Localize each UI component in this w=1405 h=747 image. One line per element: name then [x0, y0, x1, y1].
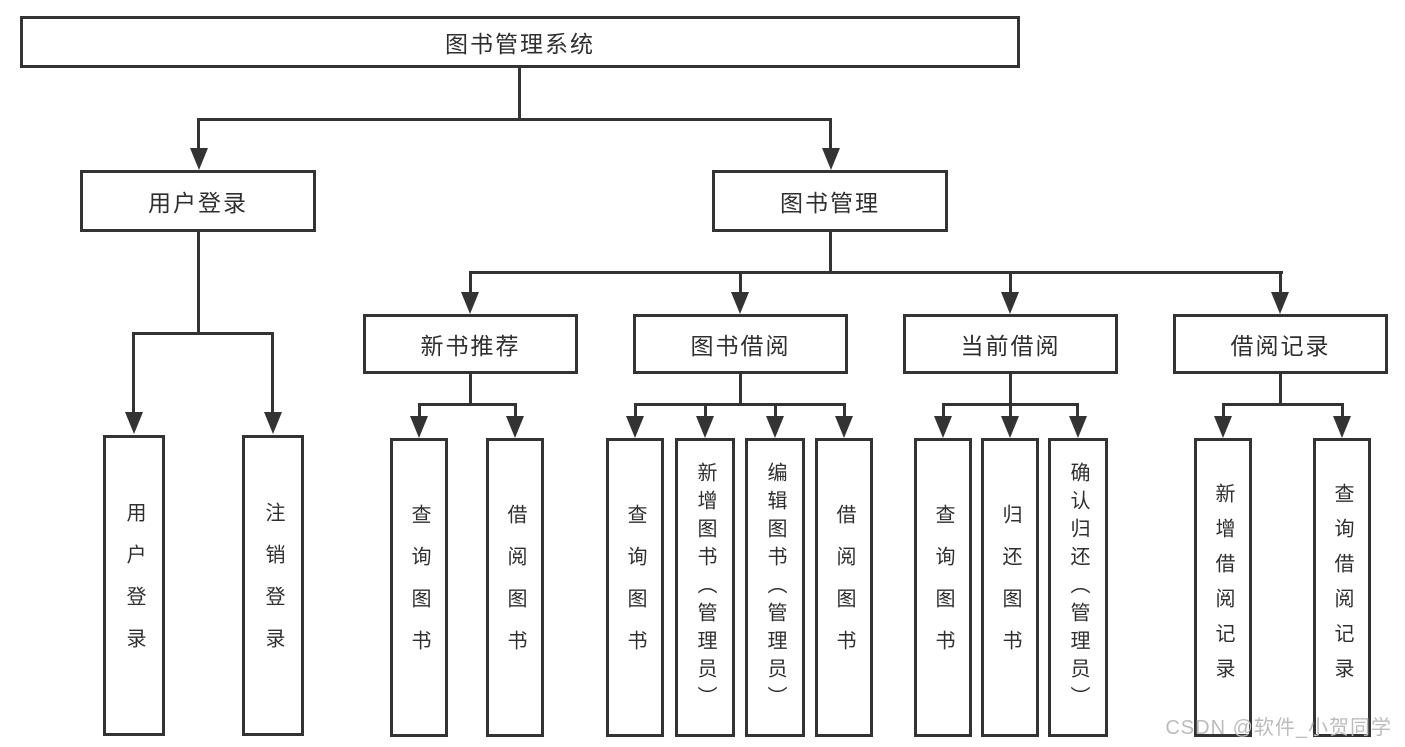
arrow-down-icon	[731, 292, 749, 314]
connector-root-stem	[518, 68, 521, 120]
node-leaf-add-borrow-record: 新增借阅记录	[1194, 438, 1252, 737]
arrow-down-icon	[1001, 416, 1019, 438]
node-library-system: 图书管理系统	[20, 16, 1020, 68]
node-label: 用户登录	[123, 501, 145, 670]
node-label: 用户登录	[148, 190, 248, 216]
arrow-down-icon	[125, 412, 143, 434]
connector-book-mgmt-drop	[829, 118, 832, 150]
connector-drop	[469, 271, 472, 294]
connector-drop	[1279, 271, 1282, 294]
node-leaf-query-books-2: 查询图书	[606, 438, 664, 737]
node-label: 当前借阅	[960, 333, 1061, 359]
connector-drop	[1009, 403, 1012, 418]
node-label: 注销登录	[262, 501, 284, 670]
node-label: 编辑图书（管理员）	[764, 461, 786, 714]
connector-drop	[843, 403, 846, 418]
node-leaf-confirm-return-admin: 确认归还（管理员）	[1048, 438, 1108, 737]
arrow-down-icon	[190, 148, 208, 170]
node-label: 借阅图书	[833, 503, 855, 672]
connector-hline	[634, 403, 846, 406]
arrow-down-icon	[1001, 292, 1019, 314]
arrow-down-icon	[1333, 416, 1351, 438]
node-leaf-query-books-3: 查询图书	[914, 438, 972, 737]
node-leaf-user-login: 用户登录	[103, 435, 165, 736]
node-leaf-logout: 注销登录	[242, 435, 304, 736]
node-label: 图书管理	[780, 190, 880, 216]
node-label: 查询图书	[932, 503, 954, 672]
connector-hline	[1222, 403, 1343, 406]
connector-drop	[1076, 403, 1079, 418]
connector-drop	[418, 403, 421, 418]
connector-stem	[1279, 374, 1282, 406]
connector-hline	[418, 403, 517, 406]
connector-book-mgmt-stem	[829, 232, 832, 274]
arrow-down-icon	[934, 416, 952, 438]
arrow-down-icon	[1271, 292, 1289, 314]
node-label: 借阅图书	[504, 503, 526, 672]
arrow-down-icon	[1214, 416, 1232, 438]
arrow-down-icon	[1069, 416, 1087, 438]
arrow-down-icon	[506, 416, 524, 438]
node-leaf-return-books: 归还图书	[981, 438, 1039, 737]
connector-drop	[634, 403, 637, 418]
node-borrow-records: 借阅记录	[1173, 314, 1388, 374]
node-book-management: 图书管理	[712, 170, 948, 232]
node-leaf-borrow-books-1: 借阅图书	[486, 438, 544, 737]
node-label: 借阅记录	[1230, 333, 1331, 359]
connector-drop	[739, 271, 742, 294]
node-label: 确认归还（管理员）	[1067, 461, 1089, 714]
connector-drop	[704, 403, 707, 418]
node-label: 查询借阅记录	[1331, 482, 1353, 693]
arrow-down-icon	[822, 148, 840, 170]
connector-drop	[271, 332, 274, 414]
connector-level2-hline	[469, 271, 1283, 274]
arrow-down-icon	[461, 292, 479, 314]
node-label: 图书管理系统	[445, 31, 595, 57]
connector-user-login-hline	[132, 332, 274, 335]
node-label: 图书借阅	[690, 333, 791, 359]
connector-drop	[774, 403, 777, 418]
arrow-down-icon	[835, 416, 853, 438]
node-leaf-borrow-books-2: 借阅图书	[815, 438, 873, 737]
node-current-borrowing: 当前借阅	[903, 314, 1118, 374]
connector-stem	[1009, 374, 1012, 406]
connector-drop	[514, 403, 517, 418]
node-leaf-query-borrow-record: 查询借阅记录	[1313, 438, 1371, 737]
node-label: 新增图书（管理员）	[694, 461, 716, 714]
node-label: 新增借阅记录	[1212, 482, 1234, 693]
connector-drop	[1009, 271, 1012, 294]
connector-user-login-stem	[197, 232, 200, 335]
node-label: 归还图书	[999, 503, 1021, 672]
csdn-watermark: CSDN @软件_小贺同学	[1165, 717, 1392, 739]
connector-drop	[942, 403, 945, 418]
node-label: 查询图书	[624, 503, 646, 672]
node-user-login: 用户登录	[80, 170, 316, 232]
connector-drop	[1341, 403, 1344, 418]
node-leaf-edit-book-admin: 编辑图书（管理员）	[745, 438, 805, 737]
arrow-down-icon	[410, 416, 428, 438]
connector-stem	[469, 374, 472, 406]
connector-level1-hline	[197, 118, 832, 121]
node-leaf-add-book-admin: 新增图书（管理员）	[675, 438, 735, 737]
arrow-down-icon	[626, 416, 644, 438]
node-new-book-recommend: 新书推荐	[363, 314, 578, 374]
connector-drop	[132, 332, 135, 414]
node-label: 查询图书	[408, 503, 430, 672]
arrow-down-icon	[766, 416, 784, 438]
node-book-borrowing: 图书借阅	[633, 314, 848, 374]
arrow-down-icon	[696, 416, 714, 438]
connector-drop	[1222, 403, 1225, 418]
node-label: 新书推荐	[420, 333, 521, 359]
arrow-down-icon	[264, 412, 282, 434]
connector-user-login-drop	[197, 118, 200, 150]
connector-stem	[739, 374, 742, 406]
node-leaf-query-books-1: 查询图书	[390, 438, 448, 737]
